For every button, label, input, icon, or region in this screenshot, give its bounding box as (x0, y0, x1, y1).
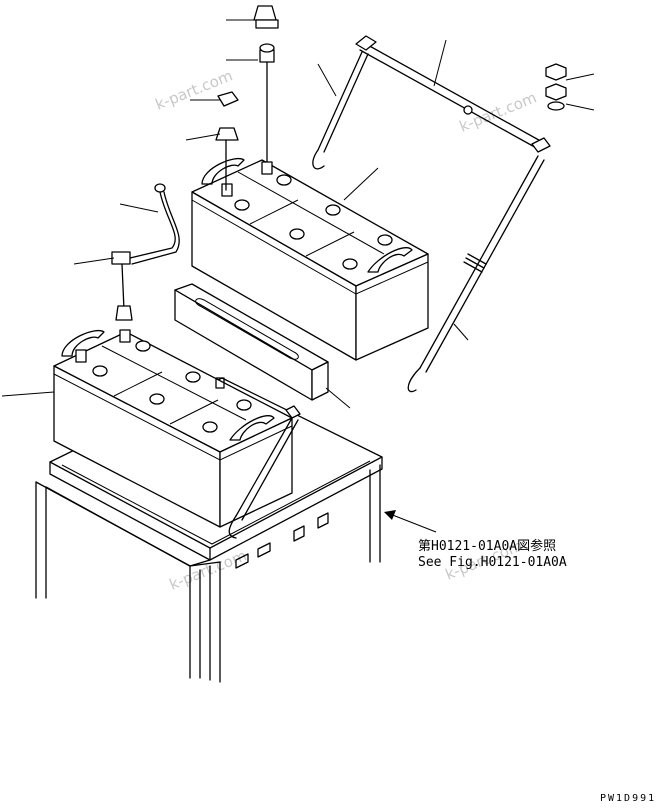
separator-pad (174, 283, 329, 401)
nut-washer-parts (545, 63, 567, 111)
battery-cable (111, 183, 180, 321)
strap-front (235, 417, 299, 521)
battery-front (53, 329, 293, 528)
reference-note-en: See Fig.H0121-01A0A (418, 555, 567, 570)
reference-note-jp: 第H0121-01A0A図参照 (418, 538, 556, 554)
hold-down-assembly (312, 35, 551, 393)
terminal-caps (215, 5, 279, 191)
strap-nut-front (285, 405, 301, 419)
strap-hook-front (228, 515, 237, 539)
leader-lines (1, 19, 595, 533)
drawing-code: PW1D991 (600, 793, 656, 804)
battery-rear (191, 158, 429, 361)
watermark-1: k-part.com (153, 66, 235, 113)
watermark-3: k-part.com (167, 546, 249, 593)
